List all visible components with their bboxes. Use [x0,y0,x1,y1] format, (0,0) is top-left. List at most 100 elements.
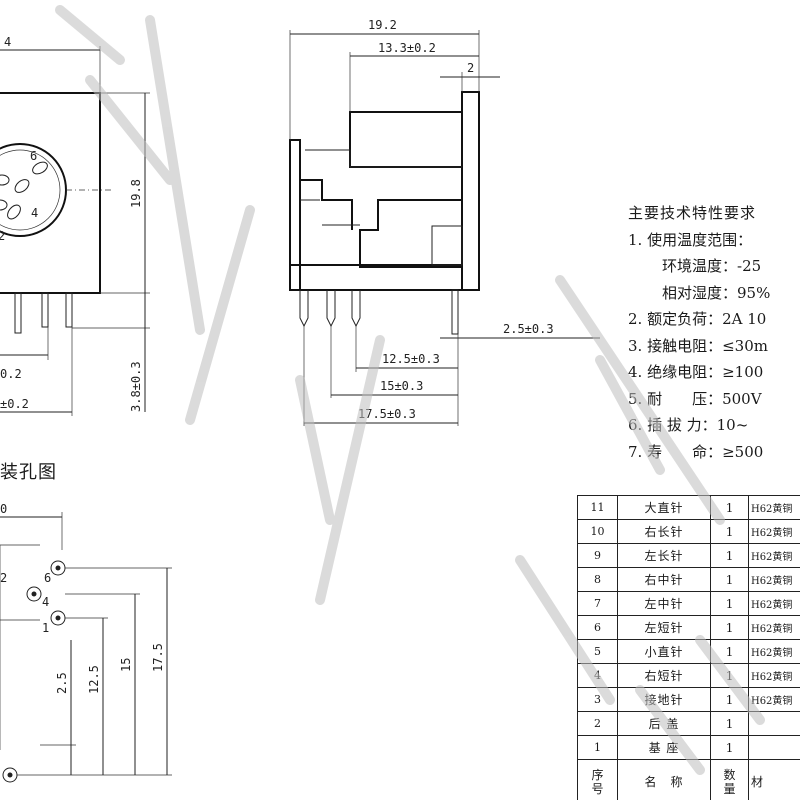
front-dim-pin-length: 3.8±0.3 [129,361,143,412]
spec-line: 环境温度：-25 [662,257,762,275]
bom-cell-qty: 1 [710,663,749,688]
side-base [289,264,463,291]
bom-cell-no: 7 [577,591,618,616]
mount-dim-v3: 15 [119,658,133,672]
spec-line: 2. 额定负荷：2A 10 [628,310,767,328]
bom-cell-material: H62黄铜 [747,543,800,568]
spec-line: 6. 插 拔 力：10~ [628,416,749,434]
bom-cell-qty: 1 [710,687,749,712]
bom-cell-name: 右中针 [616,567,712,592]
bom-cell-no: 6 [577,615,618,640]
front-dim-bottom-a: 0.2 [0,367,22,381]
bom-cell-name: 基 座 [616,735,712,760]
side-dim-pin3: 17.5±0.3 [358,407,416,421]
mount-pin-label: 6 [44,571,51,585]
bom-header-qty: 数 量 [710,759,749,800]
front-pin [65,292,73,328]
spec-line: 7. 寿 命：≥500 [628,442,764,461]
side-dim-pin1: 12.5±0.3 [382,352,440,366]
front-pin-hole [7,204,21,220]
front-pin-label: 4 [31,206,38,220]
mount-dim-v2: 12.5 [87,665,101,694]
mount-hole [26,586,42,602]
side-ground-pin [451,289,459,335]
front-pin-label: 6 [30,149,37,163]
bom-cell-name: 右短针 [616,663,712,688]
bom-header-no: 序 号 [577,759,618,800]
bom-cell-name: 左中针 [616,591,712,616]
bom-cell-qty: 1 [710,591,749,616]
bom-cell-name: 左长针 [616,543,712,568]
bom-cell-qty: 1 [710,615,749,640]
bom-cell-qty: 1 [710,711,749,736]
bom-cell-qty: 1 [710,495,749,520]
bom-cell-material [747,735,800,760]
bom-cell-material: H62黄铜 [747,519,800,544]
front-view: 6 4 2 4 19.8 3.8±0.3 0.2 ±0.2 [0,35,150,416]
bom-cell-name: 大直针 [616,495,712,520]
mount-dim-v4: 17.5 [151,643,165,672]
bom-cell-no: 4 [577,663,618,688]
bom-cell-no: 10 [577,519,618,544]
spec-line: 3. 接触电阻：≤30m [628,336,768,355]
spec-line: 5. 耐 压：500V [628,389,762,408]
side-dim-body: 13.3±0.2 [378,41,436,55]
mount-pin-label: 4 [42,595,49,609]
bom-cell-material [747,711,800,736]
bom-cell-qty: 1 [710,735,749,760]
bom-cell-no: 3 [577,687,618,712]
mount-dim-v1: 2.5 [55,672,69,694]
front-pin-hole [32,161,48,175]
bom-cell-no: 11 [577,495,618,520]
side-dim-pin-offset: 2.5±0.3 [503,322,554,336]
front-dim-height: 19.8 [129,179,143,208]
bom-cell-qty: 1 [710,639,749,664]
side-body-top [349,111,463,168]
bom-cell-material: H62黄铜 [747,495,800,520]
side-dim-pin2: 15±0.3 [380,379,423,393]
side-pin [351,290,361,328]
bom-cell-material: H62黄铜 [747,591,800,616]
side-dim-flange: 2 [467,61,474,75]
side-flange [461,91,480,291]
side-dim-total: 19.2 [368,18,397,32]
mount-dim-top: 0 [0,502,7,516]
bom-header-name: 名 称 [616,759,712,800]
front-body-outline [0,92,101,294]
bom-cell-no: 1 [577,735,618,760]
bom-cell-material: H62黄铜 [747,687,800,712]
bom-cell-material: H62黄铜 [747,567,800,592]
bom-cell-qty: 1 [710,519,749,544]
svg-text:2: 2 [0,571,7,585]
front-pin [41,292,49,328]
bom-cell-no: 9 [577,543,618,568]
front-pin-hole [0,174,10,186]
bom-cell-no: 5 [577,639,618,664]
bom-cell-name: 后 盖 [616,711,712,736]
bom-cell-no: 2 [577,711,618,736]
spec-title: 主要技术特性要求 [628,204,757,222]
bom-cell-material: H62黄铜 [747,639,800,664]
front-dim-top: 4 [4,35,11,49]
side-view: 19.2 13.3±0.2 2 2.5±0.3 12.5±0.3 15±0.3 … [289,18,600,426]
front-pin-hole [0,199,8,211]
bom-cell-material: H62黄铜 [747,663,800,688]
side-pin [326,290,336,328]
bom-cell-name: 左短针 [616,615,712,640]
spec-line: 1. 使用温度范围： [628,230,753,249]
spec-line: 4. 绝缘电阻：≥100 [628,363,764,381]
front-pin [14,292,22,334]
front-pin-hole [14,179,30,193]
bom-header-material: 材 [747,759,800,800]
